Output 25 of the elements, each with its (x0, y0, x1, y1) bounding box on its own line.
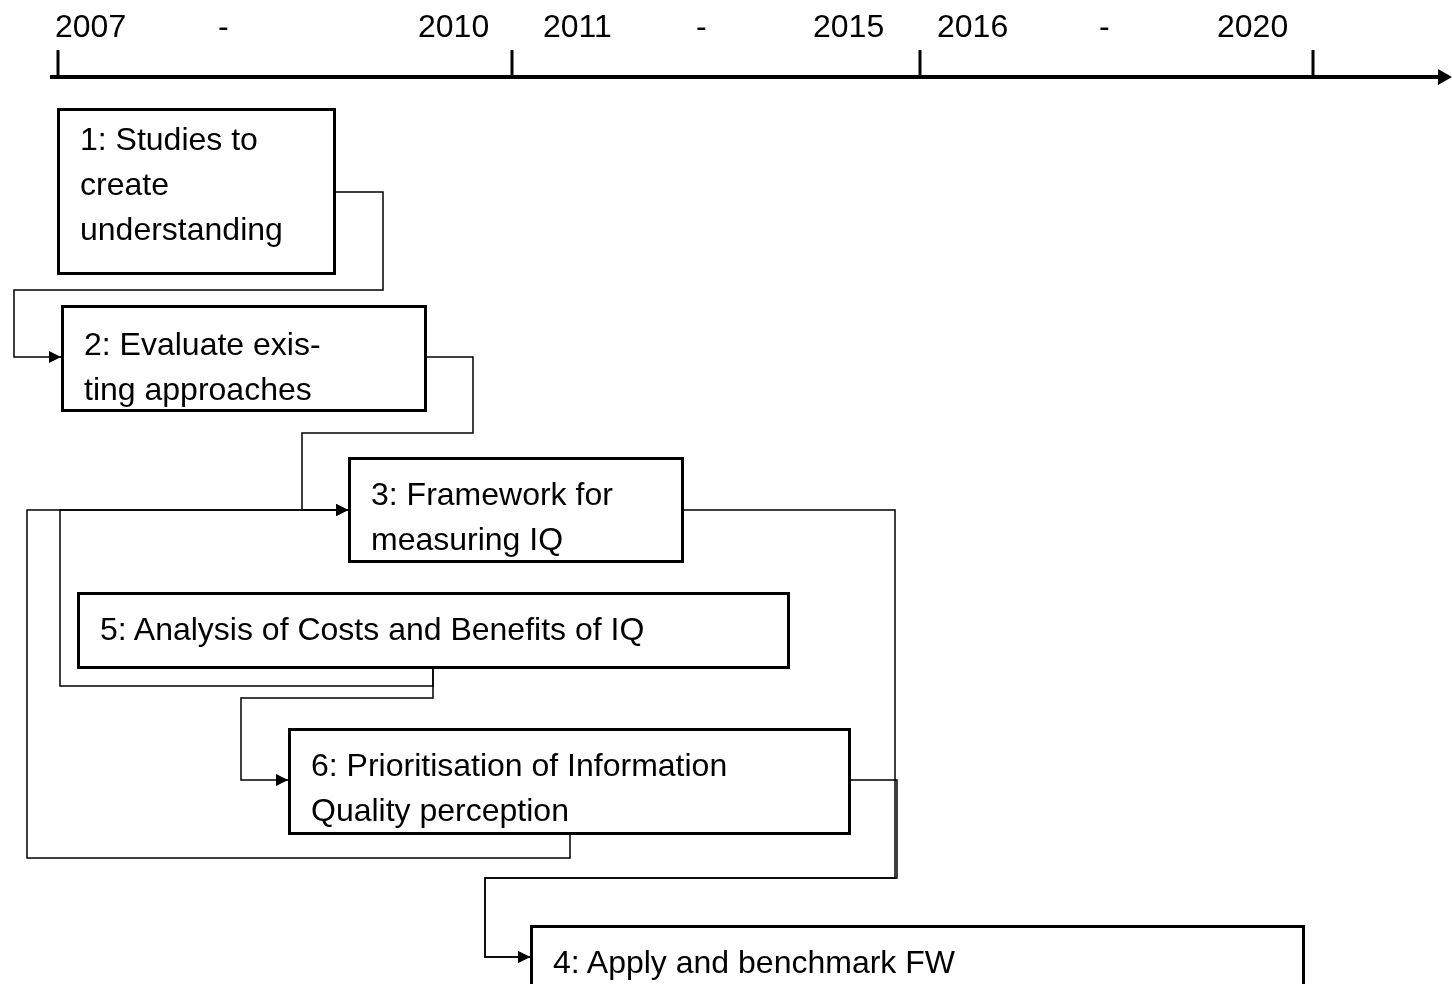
process-box (57, 108, 336, 275)
process-box (77, 592, 790, 669)
process-box (288, 728, 851, 835)
connector-arrow (13, 191, 384, 363)
connector-arrow (484, 779, 898, 963)
year-label: 2016 (937, 7, 1009, 46)
step-text: 3: Framework for measuring IQ (371, 475, 614, 559)
step-text: 6: Prioritisation of Information Quality perception (311, 746, 729, 830)
year-label: 2010 (418, 7, 490, 46)
year-label: - (218, 7, 229, 46)
year-label: 2011 (543, 7, 612, 46)
process-box (61, 305, 427, 412)
step-text: 2: Evaluate exis- ting approaches (84, 325, 322, 409)
year-label: - (696, 7, 707, 46)
connector-arrow (240, 668, 434, 786)
year-label: 2020 (1217, 7, 1289, 46)
process-box (530, 925, 1305, 984)
connector-arrow (26, 504, 571, 859)
step-text: 1: Studies to create understanding (80, 120, 284, 249)
step-text: 5: Analysis of Costs and Benefits of IQ (100, 610, 646, 649)
year-label: - (1099, 7, 1110, 46)
year-label: 2015 (813, 7, 885, 46)
year-label: 2007 (55, 7, 127, 46)
process-box (348, 457, 684, 563)
step-text: 4: Apply and benchmark FW (553, 943, 956, 982)
